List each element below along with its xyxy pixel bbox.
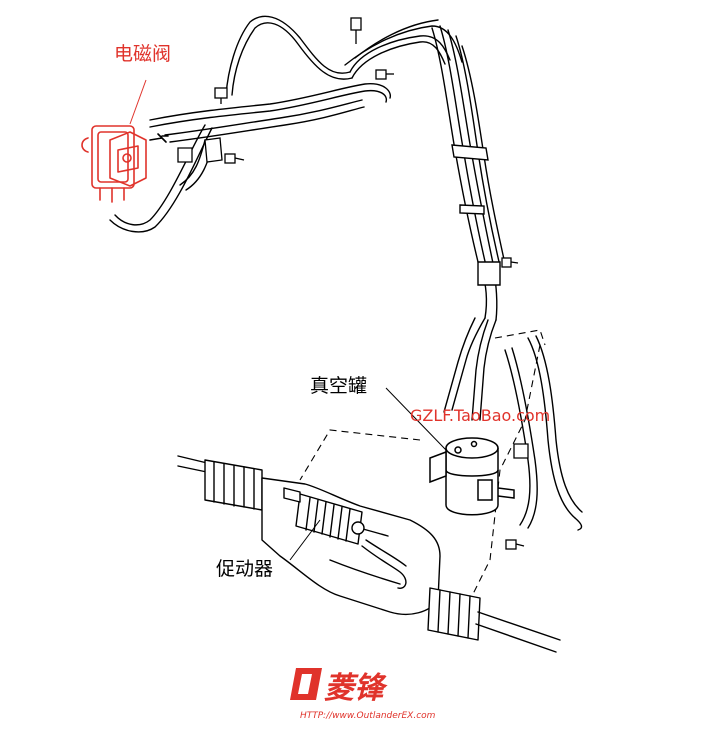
bolt-top-right	[375, 69, 394, 80]
clip-right	[513, 443, 529, 459]
actuator-label: 促动器	[216, 558, 273, 580]
right-hoses	[504, 335, 583, 531]
solenoid-valve-body	[81, 125, 147, 203]
bolt-lower-right	[505, 539, 525, 550]
logo-mark-inner	[298, 674, 312, 694]
solenoid-valve	[81, 125, 169, 203]
solenoid-leader-line	[129, 79, 147, 125]
solenoid-valve-label: 电磁阀	[114, 43, 171, 65]
dashed-connectors	[299, 329, 546, 601]
vacuum-tank-label: 真空罐	[310, 375, 367, 397]
clip-mid-left	[214, 87, 228, 104]
clip-left-bracket	[177, 137, 223, 163]
bolt-top	[350, 17, 362, 44]
actuator-leader	[289, 519, 321, 561]
brand-logo: 菱锋 HTTP://www.OutlanderEX.com	[290, 668, 436, 721]
vertical-hose-bundle	[431, 25, 506, 421]
fasteners	[177, 17, 529, 550]
logo-text: 菱锋	[324, 671, 388, 706]
vacuum-tank	[429, 437, 515, 516]
bolt-fork	[501, 257, 519, 268]
bolt-left-lower	[224, 153, 245, 164]
upper-hose-bundle	[109, 15, 463, 233]
watermark-text: GZLF.TaoBao.com	[410, 406, 550, 425]
steering-rack	[177, 455, 561, 653]
vacuum-tank-leader	[385, 387, 447, 451]
label-leaders	[129, 79, 447, 561]
logo-url: HTTP://www.OutlanderEX.com	[300, 711, 436, 721]
